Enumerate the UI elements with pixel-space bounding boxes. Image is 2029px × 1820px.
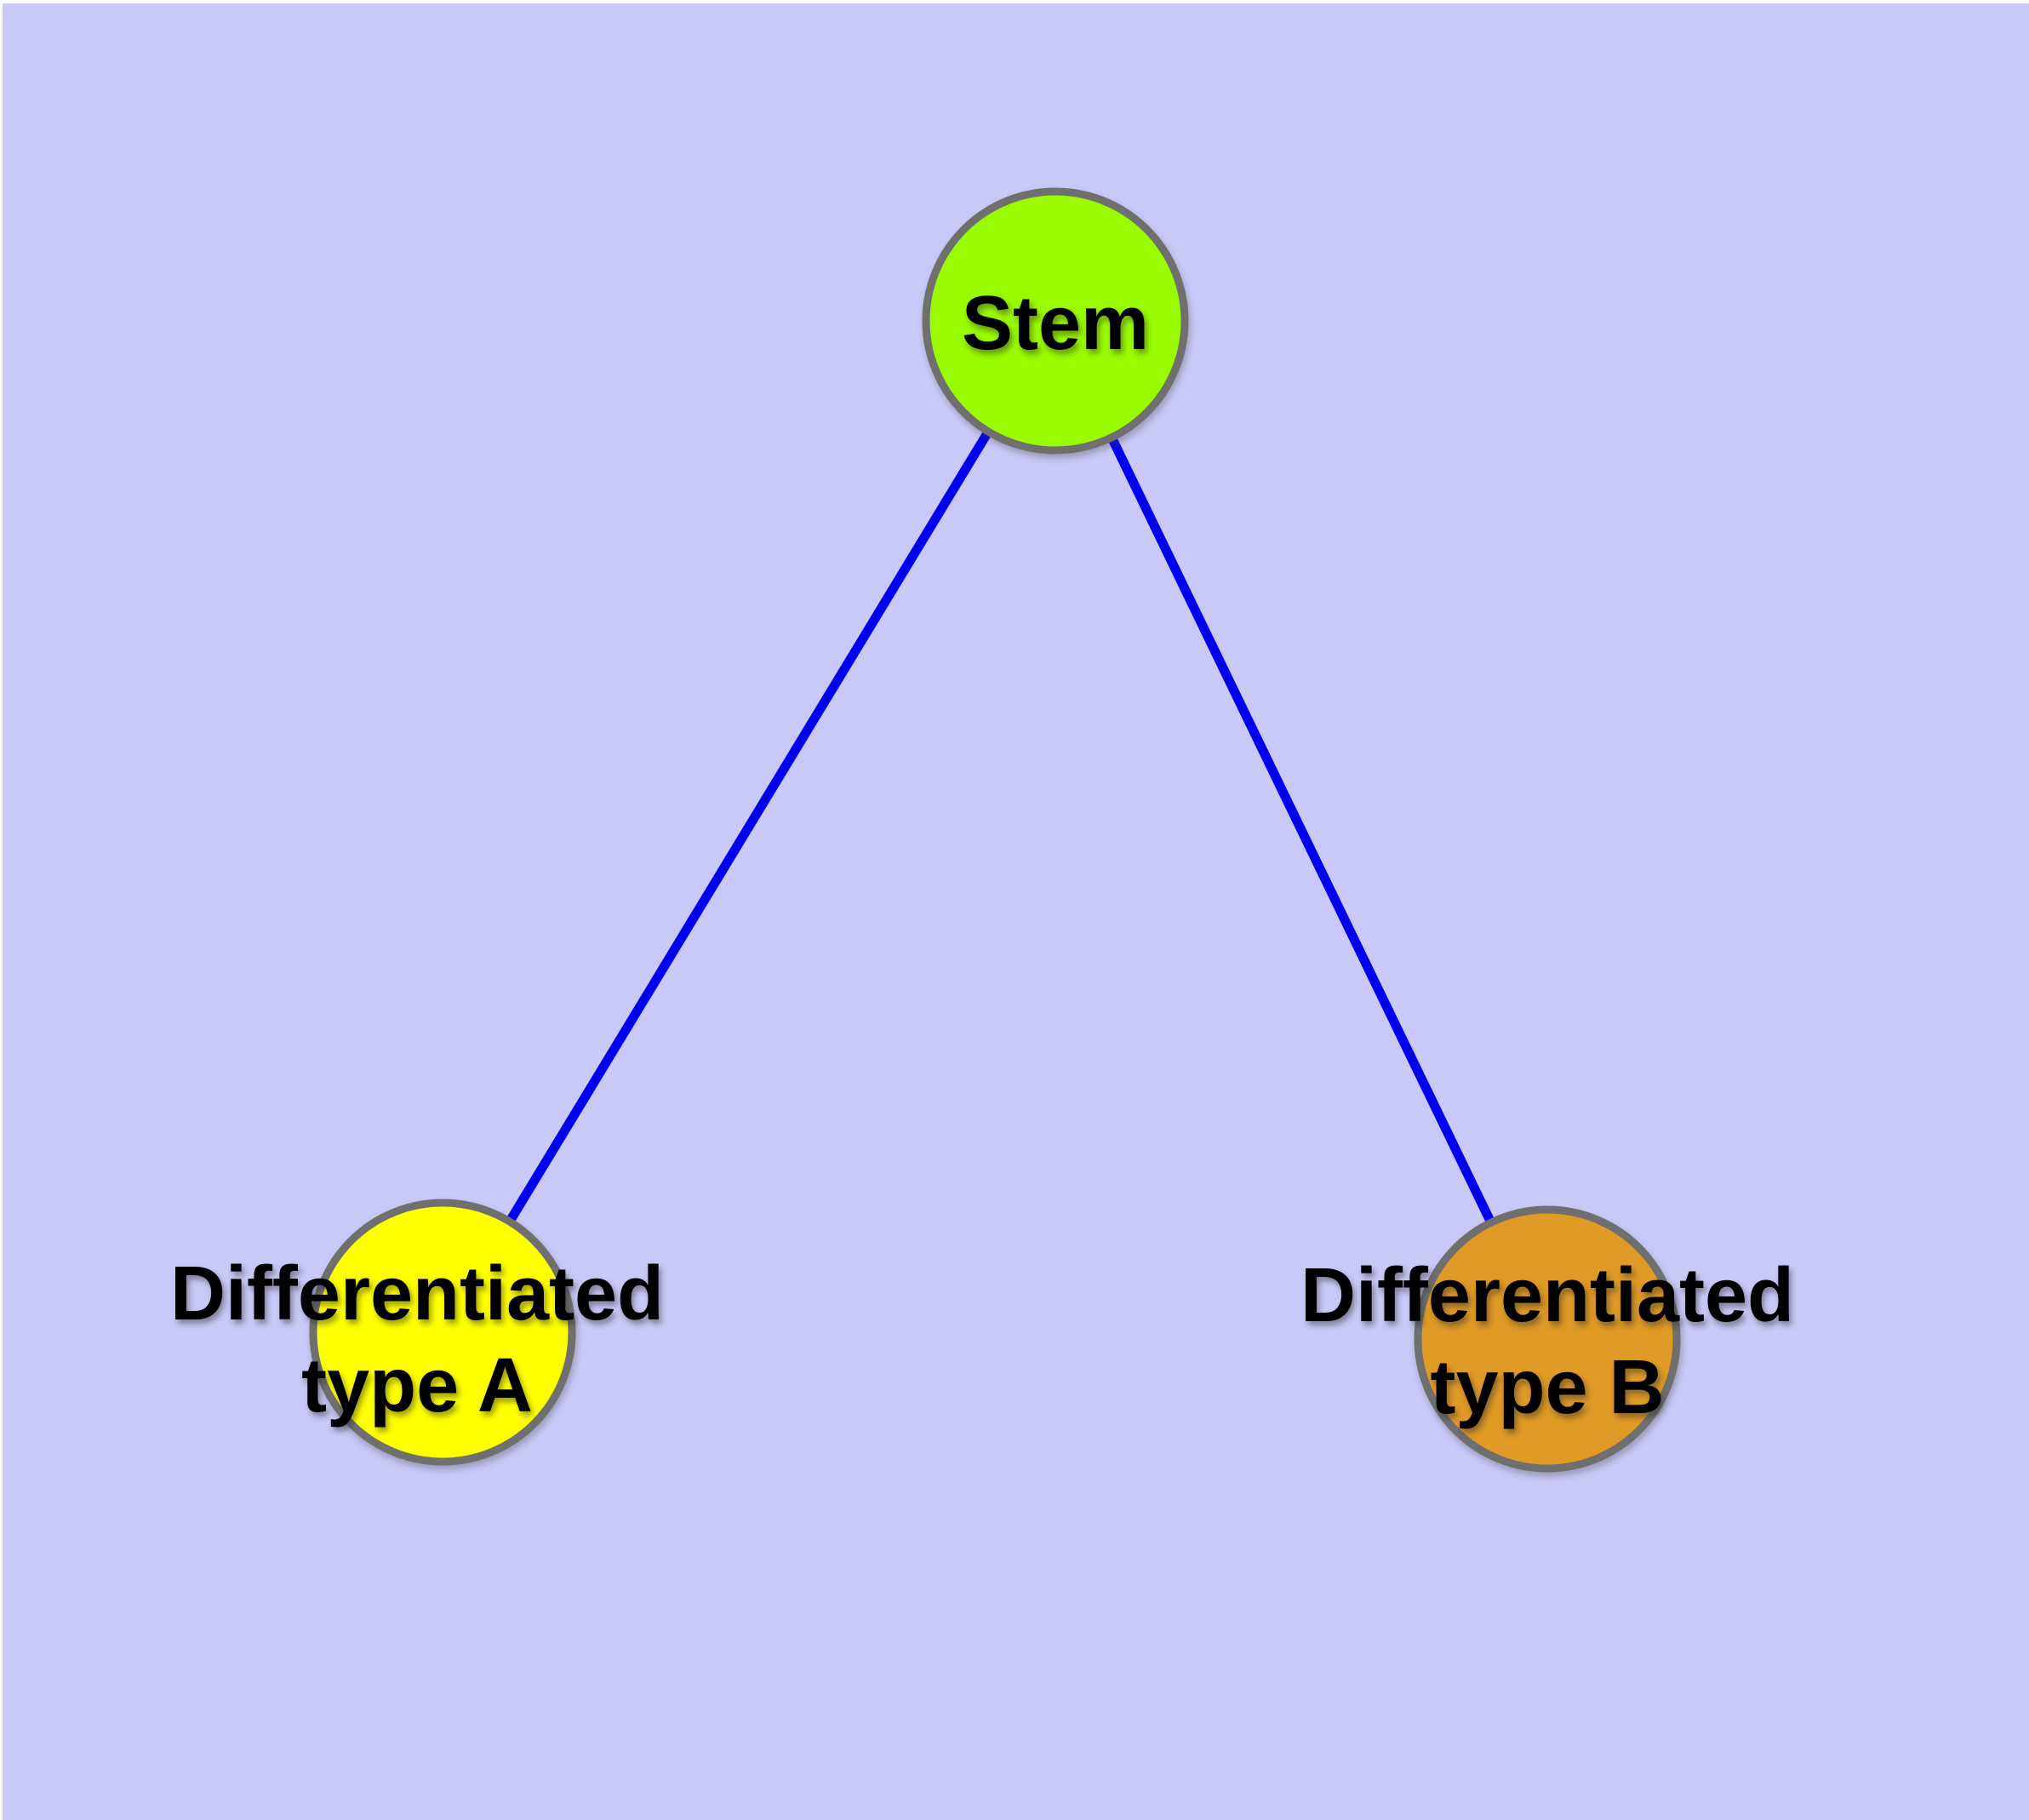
- edge-layer: [437, 316, 1552, 1344]
- label-layer: Stem Differentiated type A Differentiate…: [170, 281, 1794, 1430]
- node-differentiated-type-a[interactable]: [309, 1199, 576, 1466]
- edge-stem-to-type-a[interactable]: [437, 316, 1060, 1337]
- edge-stem-to-type-b[interactable]: [1050, 316, 1552, 1344]
- node-label-type-b-line2: type B: [1430, 1345, 1664, 1430]
- node-label-stem: Stem: [962, 281, 1149, 366]
- node-differentiated-type-b[interactable]: [1414, 1205, 1681, 1473]
- node-stem[interactable]: [922, 187, 1189, 455]
- node-label-type-a-line1: Differentiated: [170, 1251, 664, 1336]
- node-layer: [309, 187, 1681, 1473]
- node-label-type-b-line1: Differentiated: [1300, 1253, 1794, 1338]
- node-label-type-a-line2: type A: [301, 1343, 533, 1428]
